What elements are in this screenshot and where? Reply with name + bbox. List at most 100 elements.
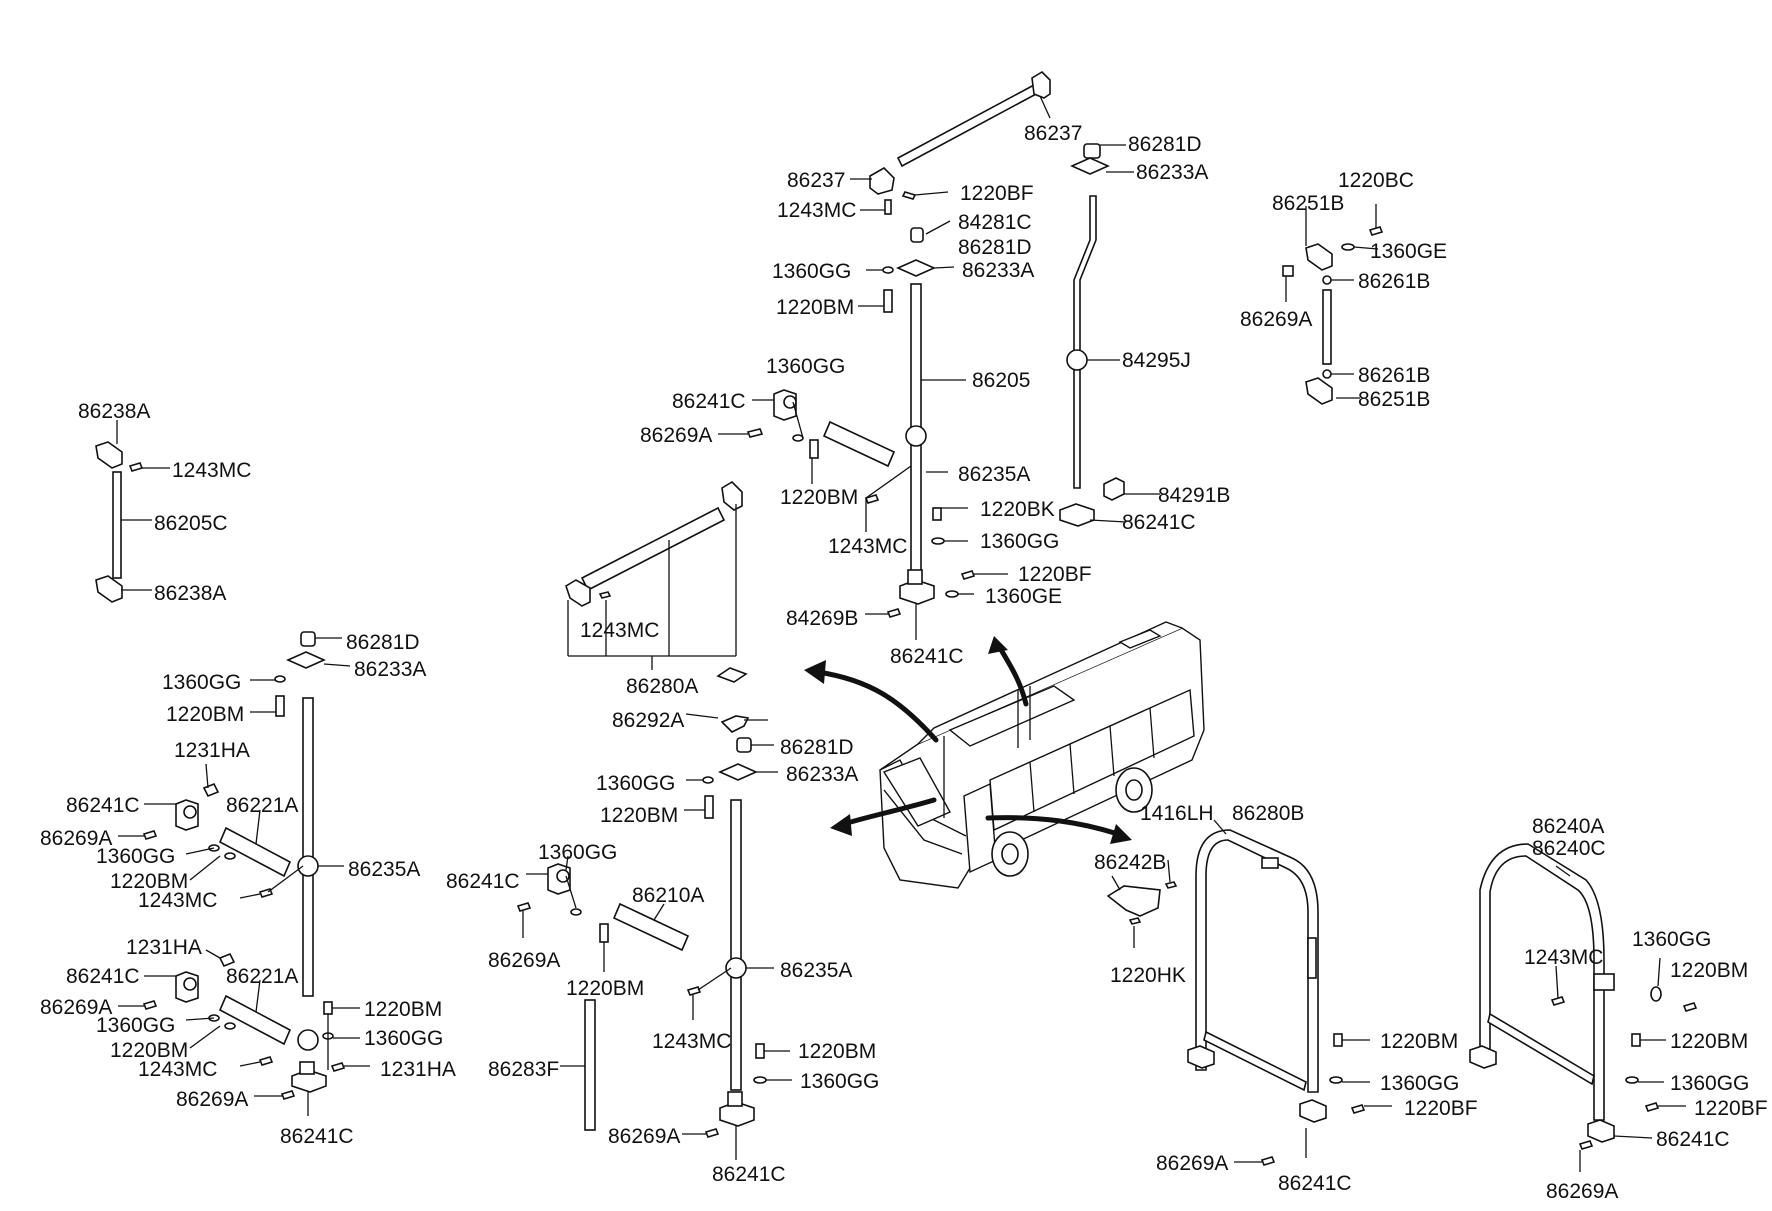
- part-label: 86235A: [958, 463, 1030, 486]
- part-label: 1220BC: [1338, 169, 1414, 192]
- part-label: 1360GG: [596, 772, 675, 795]
- part-label: 1220HK: [1110, 964, 1186, 987]
- part-label: 1243MC: [828, 535, 907, 558]
- part-label: 84291B: [1158, 484, 1230, 507]
- part-label: 1220BM: [1380, 1030, 1458, 1053]
- part-label: 1360GG: [800, 1070, 879, 1093]
- part-label: 86251B: [1358, 388, 1430, 411]
- part-label: 86210A: [632, 884, 704, 907]
- part-label: 1220BK: [980, 498, 1055, 521]
- part-label: 1360GG: [364, 1027, 443, 1050]
- part-label: 86269A: [640, 424, 712, 447]
- part-label: 1243MC: [652, 1030, 731, 1053]
- part-label: 86205: [972, 369, 1030, 392]
- part-label: 1243MC: [172, 459, 251, 482]
- part-label: 1360GG: [162, 671, 241, 694]
- part-label: 1231HA: [174, 739, 250, 762]
- part-label: 1360GG: [766, 355, 845, 378]
- rail-86280B: [1106, 819, 1392, 1166]
- part-label: 1360GG: [96, 1014, 175, 1037]
- part-label: 86269A: [608, 1125, 680, 1148]
- part-label: 1360GE: [1370, 240, 1447, 263]
- part-label: 86241C: [66, 965, 140, 988]
- part-label: 1220BM: [1670, 1030, 1748, 1053]
- part-label: 86269A: [488, 949, 560, 972]
- part-label: 1220BM: [110, 1039, 188, 1062]
- part-label: 86241C: [712, 1163, 786, 1186]
- part-label: 86238A: [78, 400, 150, 423]
- part-label: 86281D: [958, 236, 1032, 259]
- part-label: 1220BM: [166, 703, 244, 726]
- part-label: 1231HA: [380, 1058, 456, 1081]
- part-label: 86233A: [354, 658, 426, 681]
- part-label: 1360GG: [96, 845, 175, 868]
- pole-86235A-left: [118, 631, 370, 1116]
- rail-86280A: [565, 480, 743, 670]
- part-label: 86233A: [786, 763, 858, 786]
- part-label: 86235A: [780, 959, 852, 982]
- part-label: 86241C: [446, 870, 520, 893]
- top-rail-86237: [850, 70, 1051, 195]
- part-label: 86283F: [488, 1058, 559, 1081]
- part-label: 86235A: [348, 858, 420, 881]
- part-label: 84295J: [1122, 349, 1191, 372]
- part-label: 1360GG: [1380, 1072, 1459, 1095]
- part-label: 1243MC: [580, 619, 659, 642]
- part-label: 1220BF: [1694, 1097, 1768, 1120]
- part-label: 1243MC: [777, 199, 856, 222]
- part-label: 86281D: [346, 631, 420, 654]
- part-label: 86280B: [1232, 802, 1304, 825]
- part-label: 1220BM: [110, 870, 188, 893]
- part-label: 1220BM: [1670, 959, 1748, 982]
- arrow-icon: [804, 636, 1132, 844]
- part-label: 86269A: [40, 996, 112, 1019]
- part-label: 1360GG: [980, 530, 1059, 553]
- part-label: 1220BF: [1018, 563, 1092, 586]
- pole-86205: [718, 191, 1008, 640]
- part-label: 1360GG: [538, 841, 617, 864]
- small-rail-86251B: [1282, 204, 1384, 405]
- part-label: 86269A: [40, 827, 112, 850]
- part-label: 86241C: [672, 390, 746, 413]
- part-label: 1220BM: [364, 998, 442, 1021]
- part-label: 1220BM: [600, 804, 678, 827]
- part-label: 86269A: [1156, 1152, 1228, 1175]
- part-label: 86280A: [626, 675, 698, 698]
- pole-86235A-center: [516, 667, 792, 1160]
- part-label: 86261B: [1358, 270, 1430, 293]
- part-label: 86238A: [154, 582, 226, 605]
- part-label: 84281C: [958, 211, 1032, 234]
- part-label: 86281D: [780, 736, 854, 759]
- part-label: 86241C: [1122, 511, 1196, 534]
- part-label: 86233A: [962, 259, 1034, 282]
- part-label: 1243MC: [138, 889, 217, 912]
- part-label: 86251B: [1272, 192, 1344, 215]
- part-label: 86269A: [176, 1088, 248, 1111]
- part-label: 1360GG: [1670, 1072, 1749, 1095]
- rail-86240A: [1469, 843, 1698, 1172]
- part-label: 86241C: [1656, 1128, 1730, 1151]
- part-label: 86221A: [226, 794, 298, 817]
- part-label: 1360GG: [1632, 928, 1711, 951]
- part-label: 1360GE: [985, 585, 1062, 608]
- part-label: 86233A: [1136, 161, 1208, 184]
- part-label: 86241C: [890, 645, 964, 668]
- part-label: 86240C: [1532, 837, 1606, 860]
- part-label: 86281D: [1128, 133, 1202, 156]
- part-label: 84269B: [786, 607, 858, 630]
- part-label: 86269A: [1546, 1180, 1618, 1203]
- part-label: 86241C: [1278, 1172, 1352, 1195]
- pole-84295J: [1059, 143, 1160, 527]
- part-label: 1220BM: [566, 977, 644, 1000]
- part-label: 86241C: [66, 794, 140, 817]
- part-label: 86292A: [612, 709, 684, 732]
- part-label: 1220BF: [960, 182, 1034, 205]
- part-label: 86261B: [1358, 364, 1430, 387]
- part-label: 86237: [1024, 122, 1082, 145]
- part-label: 1243MC: [138, 1058, 217, 1081]
- part-labels: 86237 86281D 86237 86233A 1220BF 1243MC …: [40, 122, 1768, 1203]
- part-label: 86221A: [226, 965, 298, 988]
- part-label: 86205C: [154, 512, 228, 535]
- part-label: 1220BM: [798, 1040, 876, 1063]
